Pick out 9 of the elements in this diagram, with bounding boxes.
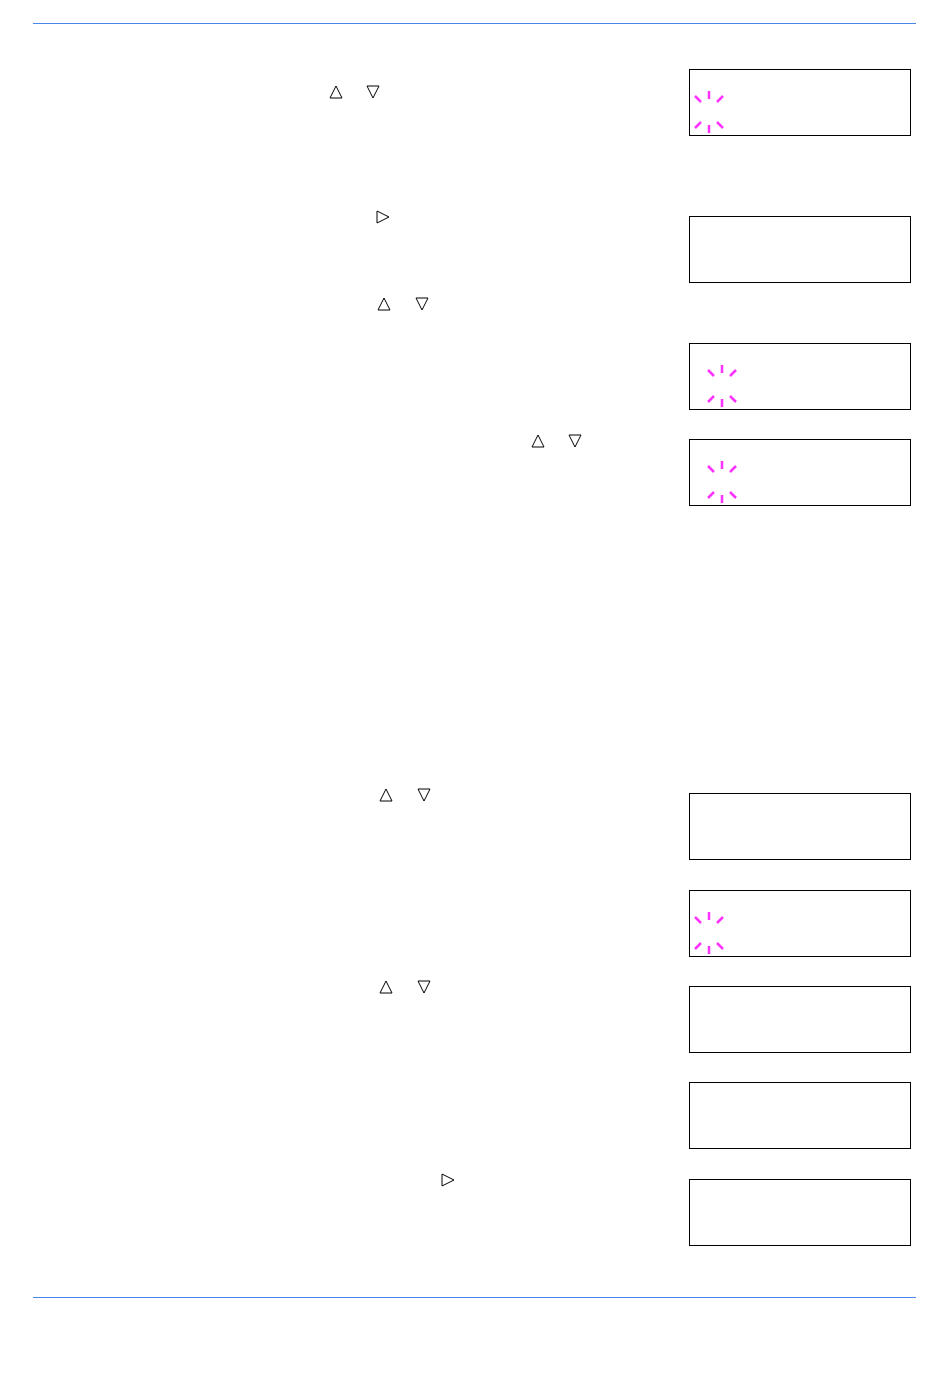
lcd-display-box xyxy=(689,216,911,283)
lcd-display-box xyxy=(689,890,911,957)
lcd-display-box xyxy=(689,986,911,1053)
lcd-display-box xyxy=(689,343,911,410)
lcd-display-box xyxy=(689,69,911,136)
lcd-display-box xyxy=(689,439,911,506)
lcd-display-box xyxy=(689,1082,911,1149)
lcd-display-box xyxy=(689,1179,911,1246)
lcd-display-box xyxy=(689,793,911,860)
